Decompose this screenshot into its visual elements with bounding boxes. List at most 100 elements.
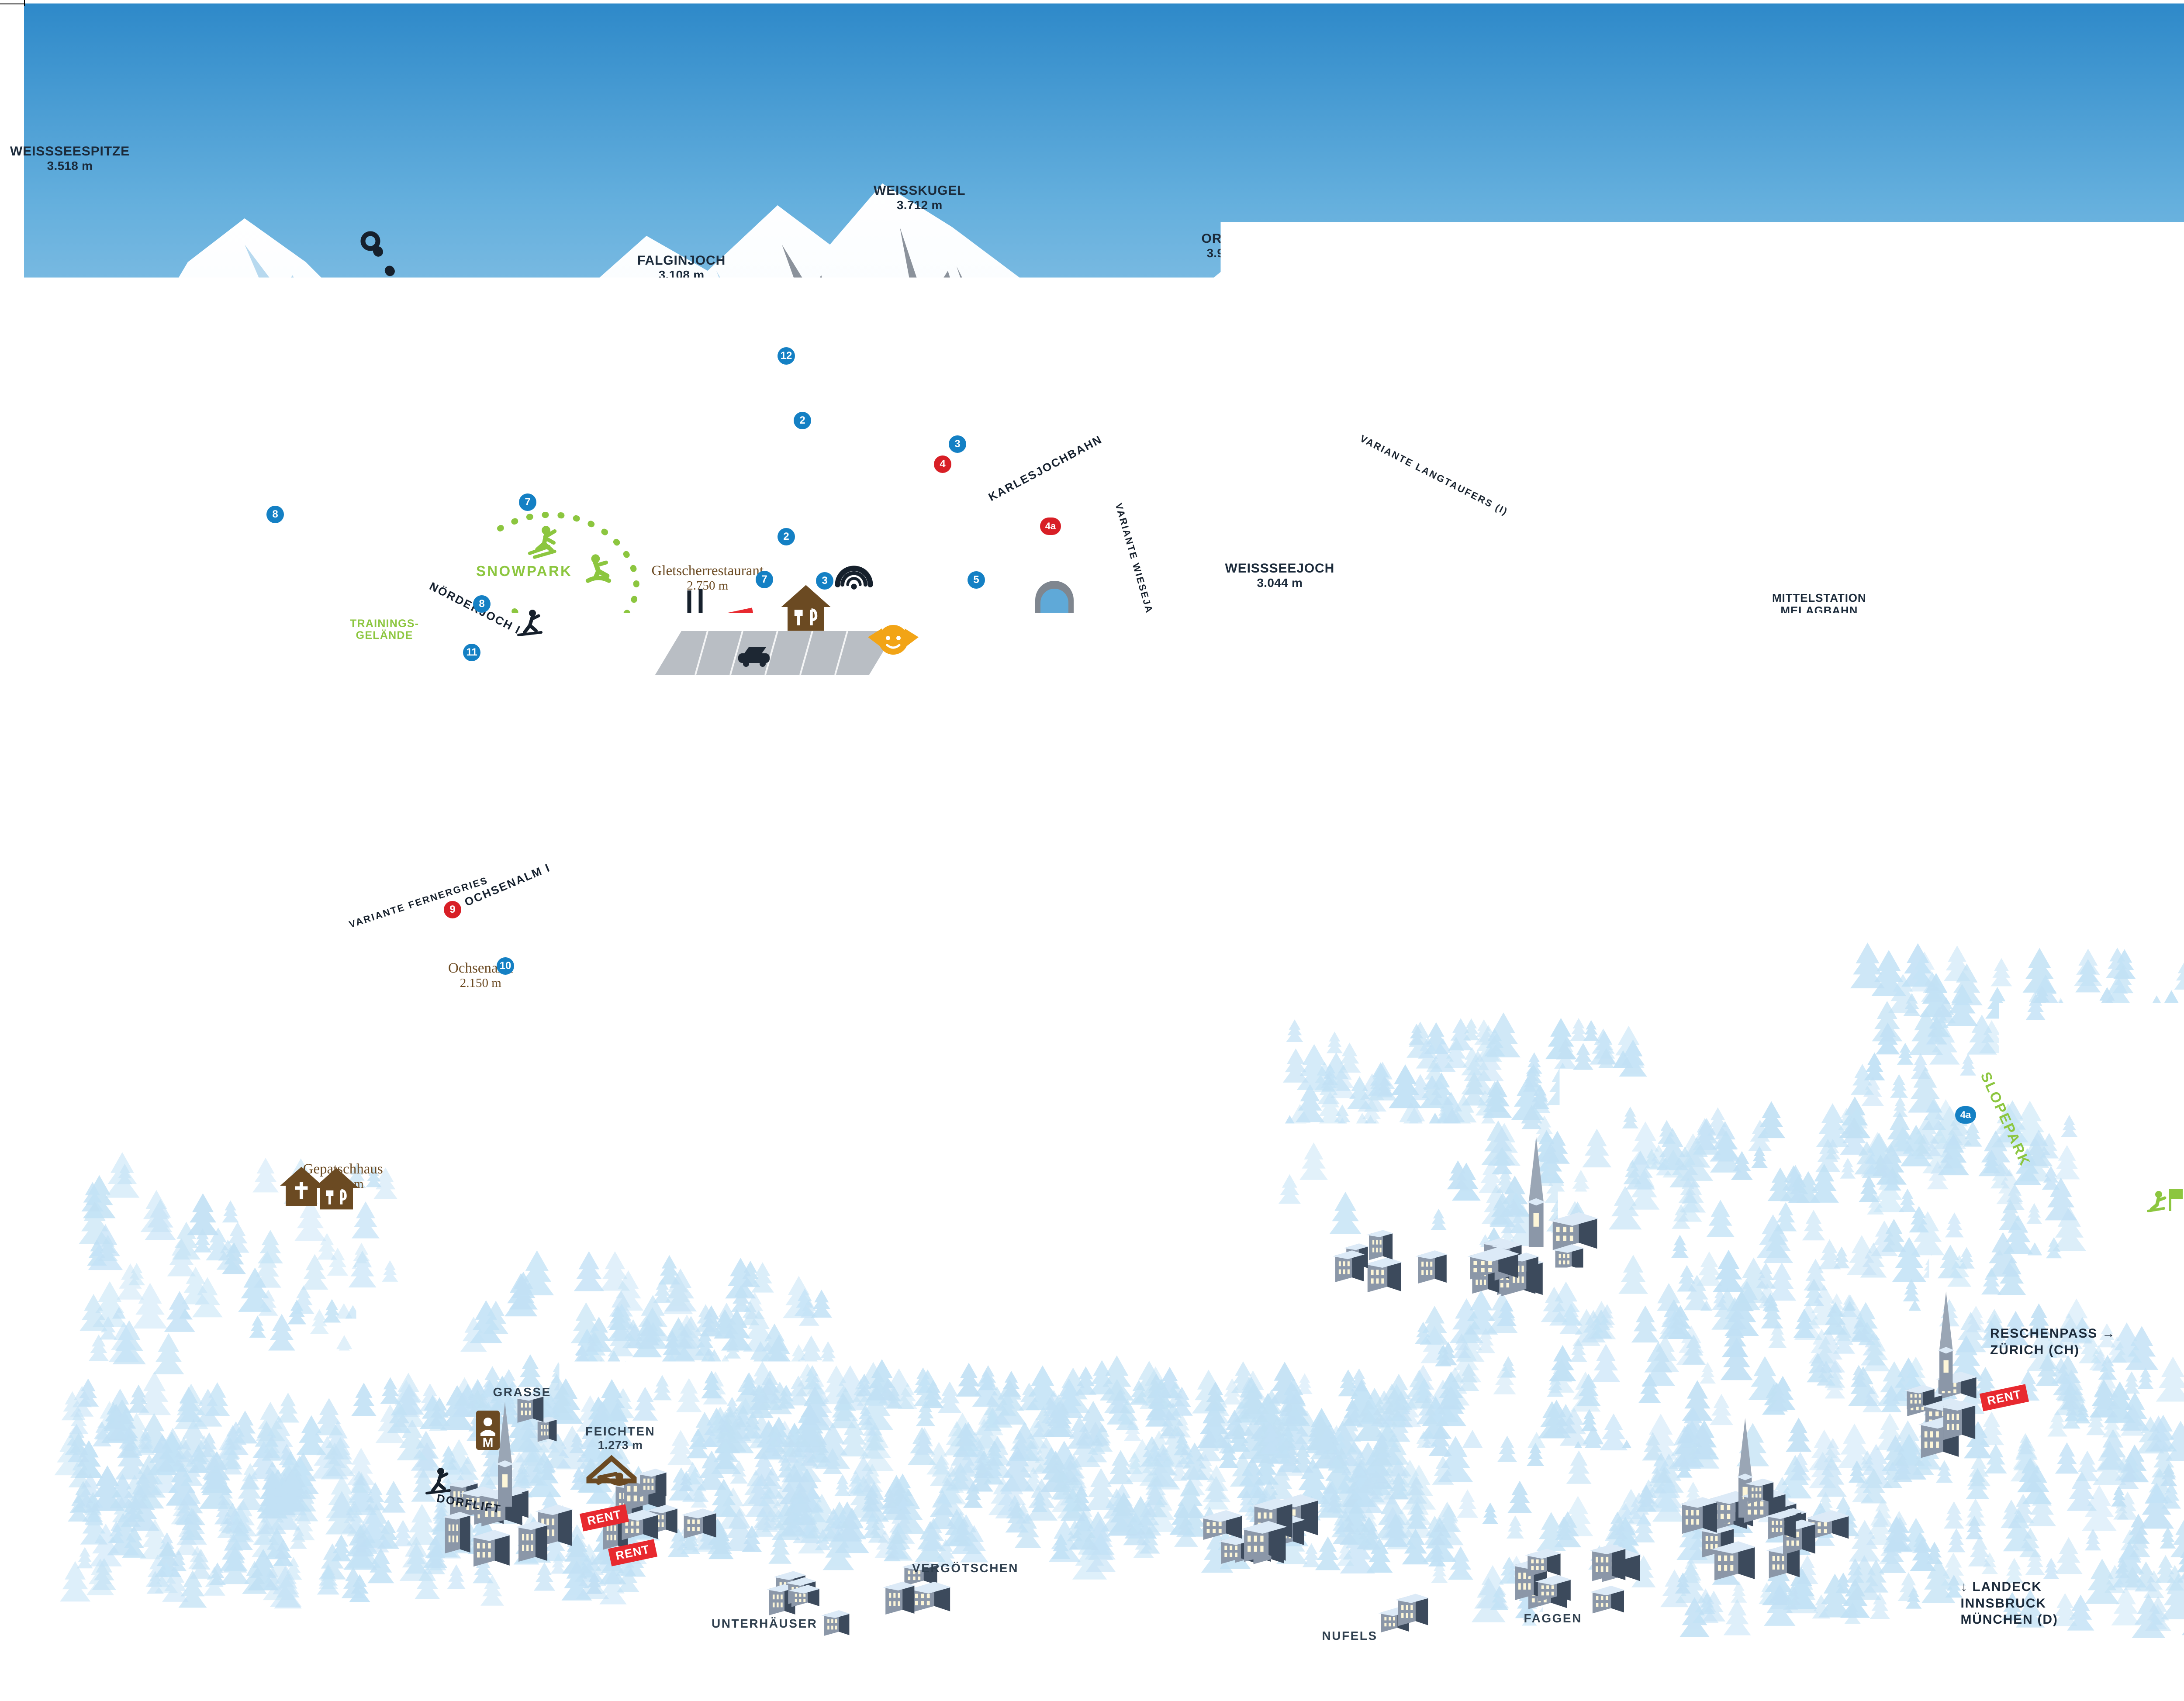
green-label-trainings-: TRAININGS-GELÄNDE bbox=[350, 618, 419, 642]
building-icon bbox=[516, 1521, 548, 1562]
building-icon bbox=[535, 1417, 557, 1442]
peak-elevation: 3.108 m bbox=[637, 268, 726, 282]
peak-name: WEISSSEESPITZE bbox=[10, 144, 130, 159]
run-number-7-blue: 7 bbox=[519, 493, 536, 511]
peak-label-weissseespitze: WEISSSEESPITZE3.518 m bbox=[10, 144, 130, 173]
peak-elevation: 3.062 m bbox=[17, 500, 114, 514]
building-icon bbox=[471, 1530, 511, 1566]
direction-line-3: MÜNCHEN (D) bbox=[1961, 1611, 2058, 1628]
hut-elevation: 1.874 m bbox=[1599, 948, 1669, 962]
village-name: PLATZ bbox=[1197, 1501, 1241, 1515]
direction-label-1: RESCHENPASS →ZÜRICH (CH) bbox=[1990, 1325, 2116, 1358]
lift-name-weissseeferner-ii: WEISSSEEFERNER II bbox=[705, 345, 719, 480]
building-icon bbox=[1679, 1497, 1718, 1534]
green-label-snowpark: SNOWPARK bbox=[476, 563, 572, 579]
building-icon bbox=[1333, 1250, 1365, 1282]
direction-line-1: RESCHENPASS → bbox=[1990, 1325, 2116, 1342]
run-number-3-blue: 3 bbox=[949, 435, 966, 453]
region-title: KAUNERTALER GLETSCHER bbox=[288, 406, 471, 459]
run-number-2-blue: 2 bbox=[1500, 1205, 1518, 1223]
hut-label-gepatschhaus: Gepatschhaus1.928 m bbox=[303, 1162, 383, 1191]
run-number-10-blue: 10 bbox=[612, 735, 629, 753]
run-number-7-blue: 7 bbox=[756, 571, 773, 588]
peak-name: KARLESSPITZE bbox=[1160, 328, 1265, 342]
peak-name: OCHSENKOPF bbox=[1103, 970, 1199, 984]
run-number-2-blue: 2 bbox=[778, 528, 795, 545]
run-number-4-red: 4 bbox=[934, 455, 951, 473]
hut-elevation: 2.150 m bbox=[448, 976, 513, 990]
museum-marker-icon: M bbox=[476, 1411, 500, 1450]
peak-elevation: 4.049 m bbox=[1712, 268, 1800, 282]
peak-label-piz-bernina: PIZ BERNINA4.049 m bbox=[1712, 253, 1800, 282]
building-icon bbox=[442, 1512, 471, 1553]
peak-elevation: 2.900 m bbox=[1701, 716, 1780, 729]
title-line-1: KAUNERTALER bbox=[288, 406, 471, 432]
title-line-2: GLETSCHER bbox=[288, 432, 471, 459]
direction-line-2: ZÜRICH (CH) bbox=[1990, 1342, 2116, 1359]
village-label-platz: PLATZ bbox=[1197, 1501, 1241, 1515]
village-name: UNTERHÄUSER bbox=[712, 1617, 817, 1630]
run-number-8-blue: 8 bbox=[266, 506, 284, 523]
green-line-2: GELÄNDE bbox=[350, 630, 419, 642]
peak-name: PIZ BERNINA bbox=[1712, 253, 1800, 268]
peak-label-karlesspitze: KARLESSPITZE3.260 m bbox=[1160, 328, 1265, 356]
peak-label-mittagskopf: MITTAGSKOPF2.616 m bbox=[1080, 832, 1178, 860]
run-number-4-blue: 4 bbox=[1861, 1018, 1878, 1035]
peak-elevation: 2.146 m bbox=[1103, 984, 1199, 998]
peak-elevation: 3.900 m bbox=[1424, 240, 1486, 253]
green-line-1: TRAININGS- bbox=[597, 352, 666, 363]
village-label-ried: RIED900 m bbox=[1940, 1334, 1974, 1362]
run-number-6-black: 6 bbox=[930, 703, 948, 721]
village-name: RIED bbox=[1940, 1334, 1974, 1348]
peak-label-piz-pal-: PIZ PALÜ3.900 m bbox=[1424, 225, 1486, 253]
peak-name: GAMSKOPF bbox=[1701, 701, 1780, 716]
run-number-4a-blue: 4a bbox=[1955, 1106, 1976, 1124]
peak-name: WEISSKUGEL bbox=[874, 183, 965, 198]
peak-elevation: 3.370 m bbox=[1253, 666, 1342, 679]
village-name: FAGGEN bbox=[1524, 1611, 1582, 1625]
building-icon bbox=[1590, 1544, 1626, 1581]
peak-name: MELAG bbox=[2046, 673, 2095, 687]
peak-elevation: 2.616 m bbox=[1080, 847, 1178, 860]
peak-name: WEISSSEEJOCH bbox=[1225, 561, 1335, 576]
green-line-1: SNOWPARK bbox=[476, 563, 572, 579]
run-number-7-red: 7 bbox=[1396, 952, 1414, 970]
run-number-5-black: 5 bbox=[1420, 890, 1438, 907]
run-number-3-blue: 3 bbox=[816, 572, 833, 590]
green-line-2: GELÄNDE bbox=[597, 363, 666, 375]
peak-label-weissseejoch: WEISSSEEJOCH3.044 m bbox=[1225, 561, 1335, 590]
peak-label-n-rderjoch: NÖRDERJOCH3.062 m bbox=[17, 486, 114, 514]
village-elevation: 900 m bbox=[1940, 1348, 1974, 1362]
hut-name: Truyenstube bbox=[1724, 1155, 1796, 1170]
run-number-6-red: 6 bbox=[1509, 856, 1527, 873]
peak-name: GLOCKTURM bbox=[1253, 651, 1342, 666]
hut-label-sattelklause: Sattelklause1.874 m bbox=[1599, 932, 1669, 962]
building-icon bbox=[1366, 1230, 1393, 1260]
peak-label-ortler: ORTLER3.905 m bbox=[1202, 231, 1258, 260]
run-number-12-blue: 12 bbox=[778, 347, 795, 365]
peak-name: ORTLER bbox=[1202, 231, 1258, 246]
direction-line-1: ↓ LANDECK bbox=[1961, 1579, 2058, 1595]
village-name: FEICHTEN bbox=[585, 1425, 655, 1438]
run-number-3-red: 3 bbox=[1562, 1035, 1579, 1052]
building-icon bbox=[1395, 1594, 1429, 1626]
wifi-icon bbox=[838, 568, 871, 589]
village-name: VERGÖTSCHEN bbox=[912, 1561, 1019, 1575]
village-label-verg-tschen: VERGÖTSCHEN bbox=[912, 1561, 1019, 1575]
green-line-1: TRAININGS- bbox=[350, 618, 419, 630]
crop-mark-tl-v bbox=[24, 0, 25, 6]
village-name: NUFELS bbox=[1322, 1629, 1378, 1642]
station-line-1: MITTELSTATION bbox=[1772, 592, 1866, 604]
hut-label-truyenstube: Truyenstube1.325 m bbox=[1724, 1155, 1796, 1185]
peak-elevation: 3.518 m bbox=[10, 159, 130, 173]
run-number-9-red: 9 bbox=[444, 901, 461, 918]
run-number-9-red: 9 bbox=[566, 737, 583, 754]
village-label-feichten: FEICHTEN1.273 m bbox=[585, 1425, 655, 1452]
village-elevation: 1.273 m bbox=[585, 1439, 655, 1452]
village-name: PRUTZ bbox=[1726, 1494, 1773, 1507]
peak-label-weisskugel: WEISSKUGEL3.712 m bbox=[874, 183, 965, 212]
svg-text:M: M bbox=[483, 1435, 494, 1450]
hut-name: Sattelklause bbox=[1599, 932, 1669, 948]
station-line-2: MELAGBAHN bbox=[1772, 604, 1866, 617]
